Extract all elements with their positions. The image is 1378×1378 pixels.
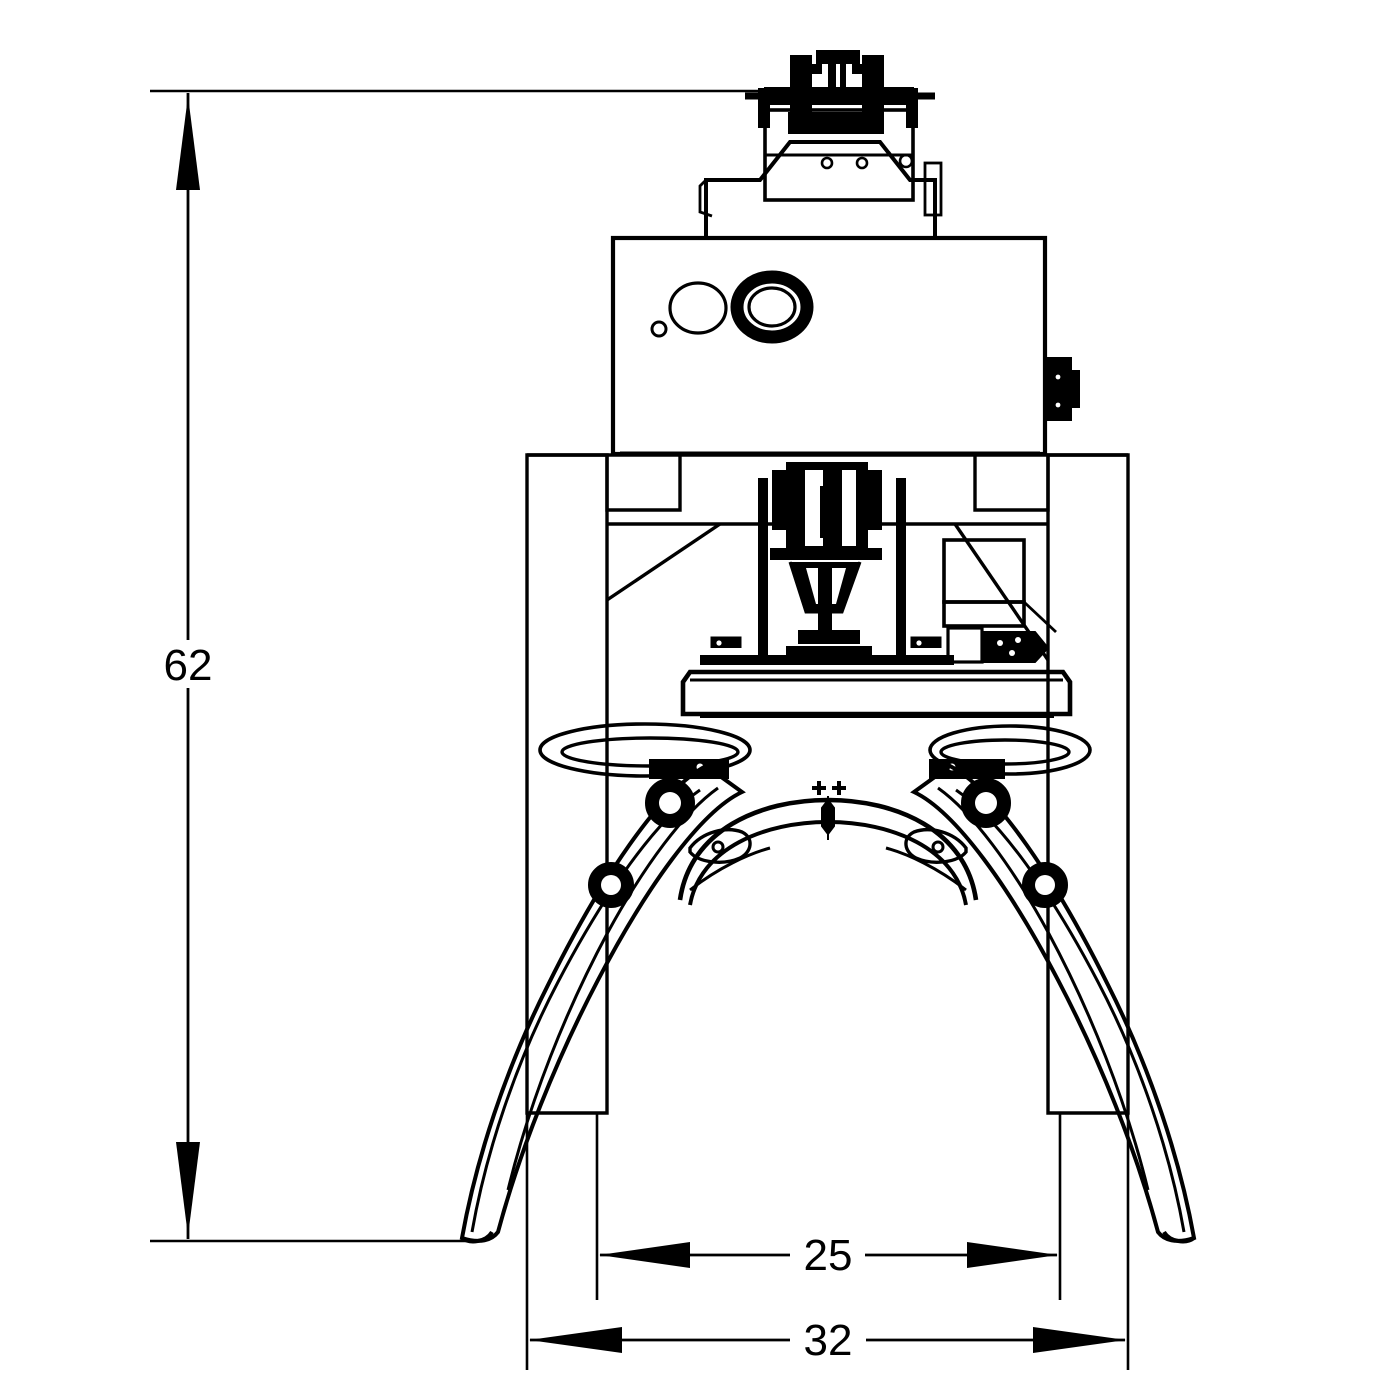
arrowhead-25-left [599,1242,690,1268]
guide-rail-right [896,478,906,658]
link-detail-b [852,64,862,74]
valve-block-tip [1071,370,1080,408]
side-valve-block [1044,357,1080,421]
tank-collar [942,600,1026,628]
rotator-outline [704,140,937,238]
valve-port-b-icon [1055,402,1061,408]
bracket-bolt-left-icon [716,640,722,646]
rotator-left-bracket [698,179,713,218]
arm-left-inner-edge [506,786,719,1191]
arm-right-arc-link [885,846,967,892]
cylinder-head-plate [770,548,882,560]
top-link-assembly [745,50,935,134]
pivot-pin-upper-right-bore-icon [975,792,997,814]
dimension-label-height: 62 [164,641,213,690]
tank-tie-line [1023,600,1057,634]
base-plate-body [680,669,1073,717]
mount-bracket-left [710,636,742,648]
arm-left-tip [460,1230,494,1244]
manifold-port-b-icon [1015,637,1021,643]
grapple-arm-right [885,763,1197,1244]
support-frame [525,453,1130,1115]
arrowhead-25-right [967,1242,1058,1268]
housing-small-port-icon [650,320,668,338]
main-housing [610,235,1048,457]
arm-right-inner-edge [937,786,1150,1191]
link-detail-a [812,64,822,74]
link-ring-right-outer [928,724,1092,776]
jaw-pod-left [688,828,752,864]
inner-jaw-arc [677,781,979,906]
manifold-port-a-icon [997,640,1003,646]
manifold-port-c-icon [1009,650,1015,656]
arrowhead-32-left [529,1327,622,1353]
tank-manifold [981,631,1050,663]
cylinder-bore-left [805,470,823,546]
cylinder-bore-right [842,470,856,546]
yoke-stem [818,568,832,634]
bracket-bolt-right-icon [916,640,922,646]
frame-gusset-left [606,522,721,602]
frame-notch-left [605,455,682,512]
link-center-pin [828,58,836,98]
jaw-pod-right [904,828,968,864]
link-ring-left-outer [538,722,752,778]
pivot-pin-upper-left-bore-icon [659,792,681,814]
arm-left-mid-edge [470,788,701,1233]
housing-medium-port-icon [668,281,728,335]
arrowhead-bottom [176,1142,200,1236]
base-mount-brackets [700,636,954,665]
guide-rail-left [758,478,768,658]
base-plate [680,669,1073,718]
rotator-right-bracket [923,161,943,217]
cylinder-rod [820,486,838,538]
arm-link-rings [538,722,1092,779]
rotator-bolt-c-icon [898,153,914,169]
housing-body [610,235,1048,457]
dimension-inner-width-25: 25 [595,1112,1062,1300]
link-top-cap [816,50,860,64]
link-plate-right [862,55,884,115]
center-markers [812,781,846,795]
tank-body [942,538,1026,604]
valve-block-body [1044,357,1072,421]
link-side-arm-right [906,88,918,128]
yoke-plate-a [798,630,860,644]
link-plate-left [790,55,812,115]
grapple-arm-left [459,763,771,1244]
arrowhead-32-right [1033,1327,1126,1353]
pivot-pin-lower-right-bore-icon [1035,875,1055,895]
housing-large-port-outer-icon [730,270,814,344]
dimension-label-inner-width: 25 [804,1231,853,1280]
jaw-pod-bolt-right-icon [931,840,945,854]
cylinder-side-right [866,470,882,530]
arm-left-arc-link [689,846,771,892]
link-center-pin-b [840,60,846,90]
link-side-arm-left [758,88,770,128]
valve-port-a-icon [1055,374,1061,380]
housing-large-port-inner-icon [747,286,797,328]
link-clevis [788,112,884,134]
frame-notch-right [973,455,1050,512]
mount-rail [700,655,954,665]
arm-right-tip [1162,1230,1196,1244]
arm-right-mid-edge [955,788,1186,1233]
pivot-pin-lower-left-bore-icon [601,875,621,895]
jaw-pod-bolt-left-icon [711,840,725,854]
rotator-bolt-a-icon [820,156,834,170]
dimension-overall-width-32: 32 [525,1100,1130,1370]
dimension-height-62: 62 [150,89,760,1243]
arrowhead-top [176,96,200,190]
rotator-body [698,108,943,238]
rotator-bolt-b-icon [855,156,869,170]
tank-block [942,538,1057,664]
dimension-label-overall-width: 32 [804,1316,853,1365]
mount-bracket-right [910,636,942,648]
center-cylinder-assembly [758,462,906,658]
cylinder-side-left [772,470,788,530]
